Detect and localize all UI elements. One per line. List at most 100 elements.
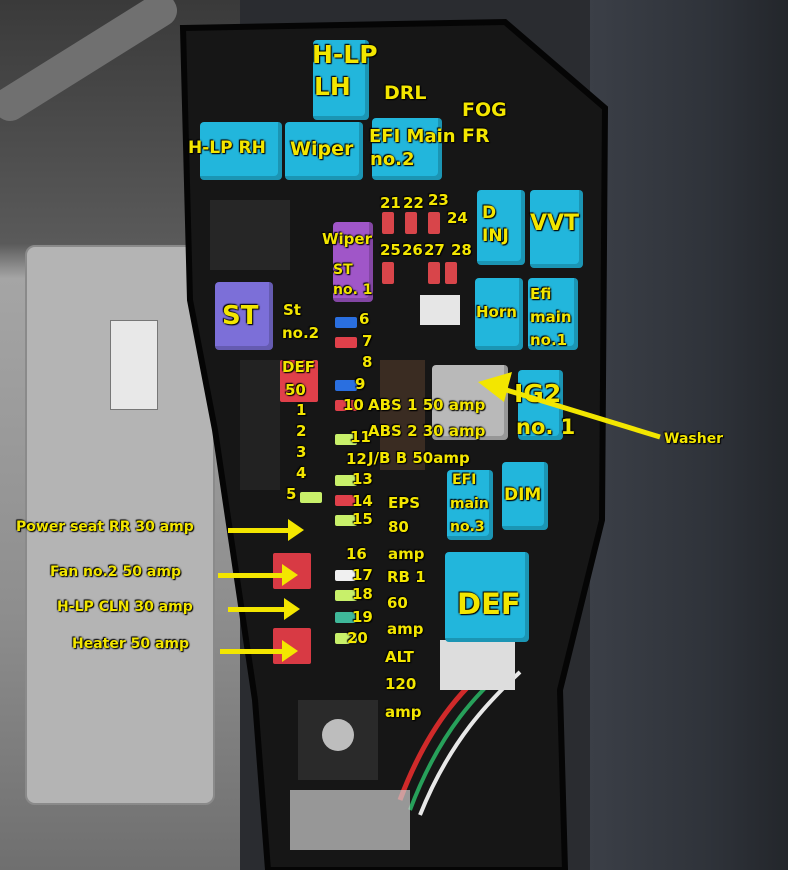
label-fuse-19: 19 [352,608,373,626]
label-horn: Horn [476,303,517,321]
label-fuse-11: 11 [350,428,371,446]
label-vvt: VVT [530,211,580,236]
ecu-sticker [110,320,158,410]
label-fuse-22: 22 [403,194,424,212]
label-d-inj-1: D [482,203,497,223]
relay-efi-main-3 [447,470,493,540]
relay-def [445,552,529,642]
label-st-no2-1: St [283,301,301,319]
relay-wiper [285,122,363,180]
arrow-heater-icon [220,640,298,662]
fuse-20 [335,633,357,644]
relay-hlp-lh [313,40,369,120]
label-rb1-3: amp [387,620,424,638]
label-fuse-4: 4 [296,464,307,482]
bolt [322,719,354,751]
label-efi-main-2-2: no.2 [370,149,415,170]
fuse-21 [382,212,394,234]
label-fuse-9: 9 [355,375,366,393]
label-efi-main-2-1: EFI Main [369,126,456,147]
relay-efi-main-1 [528,278,578,350]
label-fuse-10: 10 [343,396,364,414]
label-fuse-18: 18 [352,585,373,603]
label-def50-2: 50 [285,381,306,399]
relay-efi-main-2 [372,118,442,180]
label-eps-2: 80 [388,518,409,536]
spare-fuse [420,295,460,325]
fuse-5 [300,492,322,503]
fuse-19 [335,612,357,623]
label-fan2: Fan no.2 50 amp [50,564,181,580]
label-wiper-relay: Wiper [290,138,354,160]
label-alt-3: amp [385,703,422,721]
label-fuse-3: 3 [296,443,307,461]
fuse-25 [382,262,394,284]
relay-hlp-rh [200,122,282,180]
label-fuse-14: 14 [352,492,373,510]
fuse-7 [335,337,357,348]
label-washer: Washer [664,431,724,447]
label-fuse-16: 16 [346,545,367,563]
wire-connector [290,790,410,850]
label-power-seat: Power seat RR 30 amp [16,519,194,535]
abs-fuse-block [380,360,425,470]
label-jb: J/B B 50amp [368,449,470,467]
fuse-11 [335,434,357,445]
label-rb1-2: 60 [387,594,408,612]
label-drl: DRL [384,82,427,104]
label-fuse-7: 7 [362,332,373,350]
label-fog-fr-1: FOG [462,99,507,121]
label-hlp-cln: H-LP CLN 30 amp [57,599,193,615]
label-abs1: ABS 1 50 amp [368,396,486,414]
label-alt-2: 120 [385,675,417,693]
label-hlp-lh-2: LH [314,72,351,101]
label-fuse-21: 21 [380,194,401,212]
fuse-15 [335,515,357,526]
fuse-28 [445,262,457,284]
label-d-inj-2: INJ [482,226,509,246]
label-fuse-25: 25 [380,241,401,259]
fuse-23 [428,212,440,234]
relay-d-inj [477,190,525,265]
label-efi-main-1-1: Efi [530,285,552,303]
fuse-wiper-st [333,222,373,302]
label-fuse-8: 8 [362,353,373,371]
label-hlp-rh: H-LP RH [188,138,266,158]
label-fuse-15: 15 [352,510,373,528]
label-dim: DIM [504,485,542,505]
label-eps-3: amp [388,545,425,563]
label-st-no1-2: no. 1 [333,282,373,298]
label-fuse-17: 17 [352,566,373,584]
label-efi-main-3-3: no.3 [450,519,485,535]
relay-vvt [530,190,583,268]
fuse-6 [335,317,357,328]
label-efi-main-3-2: main [450,496,489,512]
label-ig2: IG2 [514,379,562,408]
label-efi-main-1-2: main [530,308,572,326]
label-fuse-1: 1 [296,401,307,419]
fuse-def-50 [280,360,318,402]
label-st: ST [222,301,259,331]
label-heater: Heater 50 amp [72,636,190,652]
label-fuse-6: 6 [359,310,370,328]
label-fuse-20: 20 [347,629,368,647]
def-connector [440,640,515,690]
relay-st [215,282,273,350]
label-fuse-23: 23 [428,191,449,209]
label-efi-main-1-3: no.1 [530,331,568,349]
label-rb1-1: RB 1 [387,568,426,586]
label-fuse-2: 2 [296,422,307,440]
fuse-18 [335,590,357,601]
arrow-fan2-icon [218,564,298,586]
label-abs2: ABS 2 30 amp [368,422,486,440]
label-fog-fr-2: FR [462,125,490,147]
fuse-14 [335,495,357,506]
fuse-13 [335,475,357,486]
arrow-hlp-cln-icon [228,598,300,620]
label-st-no1-1: ST [333,262,353,278]
label-fuse-28: 28 [451,241,472,259]
relay-dim [502,462,548,530]
fuse-10 [335,400,357,411]
fuse-9 [335,380,357,391]
label-fuse-26: 26 [402,241,423,259]
